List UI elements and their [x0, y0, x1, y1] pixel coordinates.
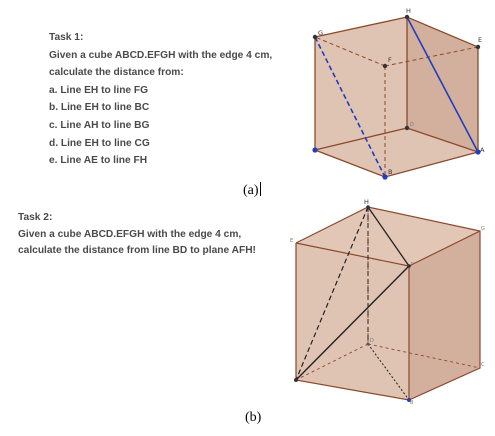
label-e: E: [478, 36, 482, 44]
label-e: E: [290, 238, 293, 244]
label-g: G: [481, 226, 485, 232]
label-d: D: [370, 338, 374, 344]
figure-b-caption-text: (b): [245, 410, 262, 425]
segment-bg: [314, 36, 386, 178]
task-2-line: Given a cube ABCD.EFGH with the edge 4 c…: [18, 228, 242, 240]
label-d: D: [410, 122, 414, 128]
vertex-b: [407, 398, 411, 402]
segment-ha: [295, 206, 369, 381]
text-cursor: [259, 182, 261, 196]
cube-a-hidden-edge: [314, 36, 386, 67]
figure-a-caption: (a): [243, 182, 261, 199]
label-f: F: [388, 56, 392, 64]
vertex-f: [407, 264, 411, 268]
label-b: B: [410, 400, 414, 406]
cube-a-edge: [406, 127, 479, 153]
cube-b-hidden-edge: [295, 343, 369, 381]
vertex-g: [312, 34, 318, 40]
task-2-title: Task 2:: [18, 212, 53, 223]
label-h: H: [364, 198, 369, 206]
cube-b-edge: [295, 242, 410, 267]
segment-fa: [295, 265, 410, 381]
task-1-item-d: d. Line EH to line CG: [49, 137, 150, 149]
vertex-d: [404, 125, 410, 131]
label-b: B: [388, 168, 392, 176]
task-1-item-c: c. Line AH to line BG: [49, 119, 150, 131]
vertex-a: [294, 378, 298, 382]
cube-b-edge: [408, 230, 481, 267]
vertex-f: [382, 63, 388, 69]
task-1-text: Task 1: Given a cube ABCD.EFGH with the …: [49, 29, 272, 170]
task-1-title: Task 1:: [49, 32, 84, 43]
task-1-item-b: b. Line EH to line BC: [49, 102, 150, 114]
vertex-a: [475, 149, 481, 155]
label-h: H: [406, 7, 411, 15]
cube-a-edge: [314, 127, 408, 151]
label-g: G: [318, 29, 323, 37]
figure-b-caption: (b): [245, 410, 261, 426]
vertex-h: [404, 14, 410, 20]
task-1-line: Given a cube ABCD.EFGH with the edge 4 c…: [49, 49, 273, 61]
vertex-e: [475, 44, 481, 50]
figure-a-caption-text: (a): [243, 183, 259, 198]
cube-b-hidden-edge: [367, 343, 481, 369]
task-1-item-e: e. Line AE to line FH: [49, 155, 148, 167]
segment-hf: [367, 206, 410, 267]
vertex-b: [382, 174, 388, 180]
task-1-item-a: a. Line EH to line FG: [49, 84, 149, 96]
vertex-d: [366, 342, 370, 346]
label-a: A: [480, 146, 485, 154]
task-2-text: Task 2: Given a cube ABCD.EFGH with the …: [18, 210, 256, 260]
vertex-c: [312, 147, 318, 153]
task-2-line: calculate the distance from line BD to p…: [18, 245, 256, 256]
task-1-line: calculate the distance from:: [49, 67, 184, 79]
segment-bd: [367, 343, 410, 401]
label-c: C: [481, 362, 485, 368]
cube-b-right-face: [409, 231, 480, 400]
cube-a-hidden-edge: [384, 46, 479, 67]
vertex-h: [366, 205, 370, 209]
label-f: F: [411, 262, 414, 268]
segment-ah: [406, 16, 479, 153]
